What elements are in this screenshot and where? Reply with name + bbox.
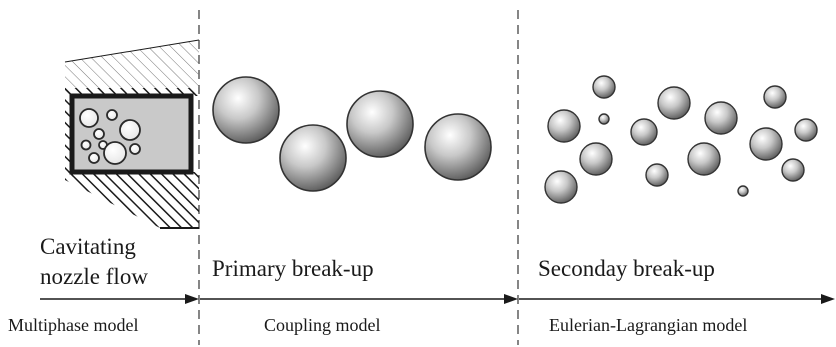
stage-2-heading: Primary break-up xyxy=(212,256,374,281)
droplet-icon xyxy=(657,86,691,120)
bubble xyxy=(88,152,100,164)
stage-1-model-label: Multiphase model xyxy=(8,315,139,335)
stage-3-heading: Seconday break-up xyxy=(538,256,715,281)
stage-3-model-label: Eulerian-Lagrangian model xyxy=(549,315,748,335)
arrow-right-icon xyxy=(519,294,835,304)
bubble xyxy=(79,108,99,128)
droplet-icon xyxy=(763,85,787,109)
droplet-icon xyxy=(346,90,414,158)
droplet-icon xyxy=(737,185,749,197)
droplet-icon xyxy=(704,101,738,135)
droplet-icon xyxy=(781,158,805,182)
droplet-icon xyxy=(579,142,613,176)
arrow-right-icon xyxy=(200,294,518,304)
stage-1-heading-line-1: Cavitating xyxy=(40,234,136,259)
droplet-icon xyxy=(544,170,578,204)
stage-arrows xyxy=(40,294,835,304)
stage-1-heading-line-2: nozzle flow xyxy=(40,264,148,289)
droplet-icon xyxy=(279,124,347,192)
droplet-icon xyxy=(794,118,818,142)
stage-2-model-label: Coupling model xyxy=(264,315,381,335)
primary-droplets xyxy=(212,76,492,192)
bubble xyxy=(93,128,105,140)
droplet-icon xyxy=(212,76,280,144)
droplet-icon xyxy=(547,109,581,143)
bubble xyxy=(80,139,92,151)
cavitation-bubbles xyxy=(79,108,141,165)
droplet-icon xyxy=(424,113,492,181)
secondary-droplets xyxy=(544,75,818,204)
droplet-icon xyxy=(687,142,721,176)
droplet-icon xyxy=(598,113,610,125)
arrow-right-icon xyxy=(40,294,199,304)
droplet-icon xyxy=(749,127,783,161)
droplet-icon xyxy=(645,163,669,187)
droplet-icon xyxy=(592,75,616,99)
bubble xyxy=(119,119,141,141)
droplet-icon xyxy=(630,118,658,146)
bubble xyxy=(106,109,118,121)
bubble xyxy=(129,143,141,155)
bubble xyxy=(103,141,127,165)
